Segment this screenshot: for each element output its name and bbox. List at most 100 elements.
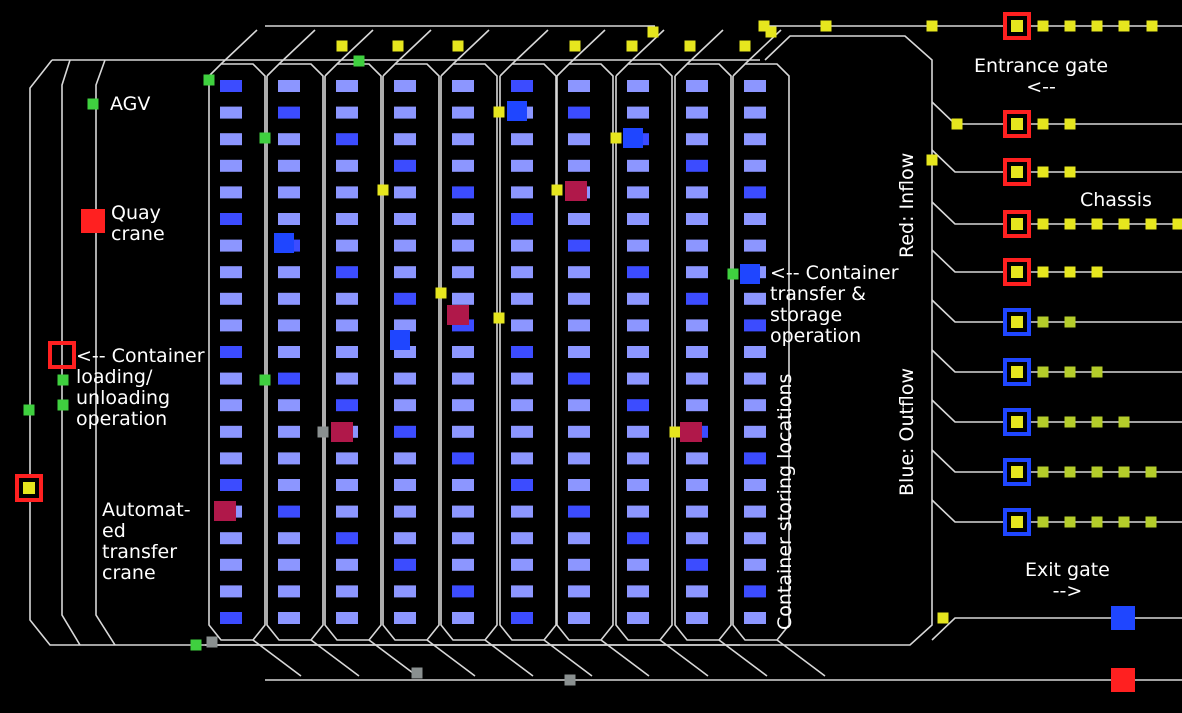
container-slot — [278, 106, 300, 119]
container-slot — [627, 159, 649, 172]
container-slot — [278, 292, 300, 305]
container-slot — [686, 346, 708, 358]
chassis — [1037, 466, 1049, 478]
block-5-connector-top — [452, 29, 490, 65]
block-9-connector-bottom — [718, 639, 768, 677]
container-slot — [278, 399, 300, 412]
agv — [57, 374, 69, 386]
container-slot — [627, 505, 649, 518]
agv — [87, 98, 99, 110]
container-slot — [220, 133, 242, 146]
container-slot — [744, 479, 766, 491]
chassis — [937, 612, 949, 624]
container-slot — [686, 292, 708, 305]
container-slot — [627, 319, 649, 332]
container-slot — [627, 372, 649, 385]
outflow-truck-chassis — [1011, 366, 1023, 378]
container-slot — [744, 505, 766, 518]
container-slot — [278, 612, 300, 624]
container-slot — [744, 106, 766, 119]
chassis — [1064, 218, 1076, 230]
chassis — [1037, 516, 1049, 528]
departing-truck — [1111, 668, 1135, 692]
container-slot — [744, 425, 766, 438]
container-slot — [452, 159, 474, 172]
storage-block-2-outline — [266, 63, 324, 641]
container-slot — [744, 133, 766, 146]
container-slot — [568, 159, 590, 172]
entrance-gate-label: Entrance gate <-- — [974, 55, 1109, 98]
chassis — [1118, 516, 1130, 528]
inflow-truck-chassis — [1011, 166, 1023, 178]
chassis — [926, 154, 938, 166]
container-slot — [220, 372, 242, 385]
idle-agv — [206, 636, 218, 648]
container-slot — [394, 399, 416, 412]
container-slot — [452, 505, 474, 518]
container-slot — [686, 186, 708, 199]
container-slot — [568, 505, 590, 518]
block-9-connector-top — [686, 29, 724, 65]
container-slot — [394, 106, 416, 119]
container-slot — [394, 186, 416, 199]
container-slot — [336, 452, 358, 465]
container-slot — [686, 266, 708, 279]
chassis — [377, 184, 389, 196]
container-slot — [220, 479, 242, 491]
container-slot — [511, 532, 533, 545]
container-slot — [627, 80, 649, 92]
container-slot — [452, 133, 474, 146]
container-slot — [278, 532, 300, 545]
block-4-connector-bottom — [426, 639, 476, 677]
chassis — [1064, 118, 1076, 130]
container-slot — [744, 585, 766, 598]
container-slot — [278, 186, 300, 199]
container-slot — [220, 213, 242, 225]
container-slot — [394, 558, 416, 571]
container-slot — [452, 425, 474, 438]
container-slot — [627, 585, 649, 598]
idle-agv — [564, 674, 576, 686]
transfer-crane-outflow — [274, 233, 294, 253]
agv — [727, 268, 739, 280]
container-slot — [511, 452, 533, 465]
chassis — [569, 40, 581, 52]
container-slot — [220, 532, 242, 545]
container-slot — [568, 372, 590, 385]
container-slot — [627, 186, 649, 199]
chassis — [1037, 20, 1049, 32]
container-slot — [568, 80, 590, 92]
chassis — [551, 184, 563, 196]
container-slot — [627, 479, 649, 491]
agv — [57, 399, 69, 411]
vehicles-and-cranes — [15, 12, 1182, 692]
container-slot — [336, 292, 358, 305]
outflow-truck-chassis — [1011, 416, 1023, 428]
container-slot — [568, 612, 590, 624]
container-slot — [220, 612, 242, 624]
container-slot — [744, 80, 766, 92]
storage-block-1-outline — [208, 63, 266, 641]
container-slot — [220, 425, 242, 438]
container-slot — [336, 106, 358, 119]
chassis-lane-8 — [931, 449, 1182, 473]
chassis — [626, 40, 638, 52]
container-slot — [394, 505, 416, 518]
container-slot — [452, 372, 474, 385]
agv-label: AGV — [110, 93, 151, 115]
chassis — [1118, 416, 1130, 428]
container-slot — [511, 239, 533, 252]
agv — [190, 639, 202, 651]
chassis — [452, 40, 464, 52]
container-slot — [744, 399, 766, 412]
chassis — [1118, 20, 1130, 32]
entrance-truck-chassis — [1011, 20, 1023, 32]
chassis — [1064, 466, 1076, 478]
container-slot — [744, 213, 766, 225]
storage-block-4-outline — [382, 63, 440, 641]
block-8-connector-bottom — [659, 639, 709, 677]
container-slot — [511, 558, 533, 571]
container-slot — [394, 585, 416, 598]
outflow-truck-chassis — [1011, 466, 1023, 478]
container-slot — [336, 372, 358, 385]
